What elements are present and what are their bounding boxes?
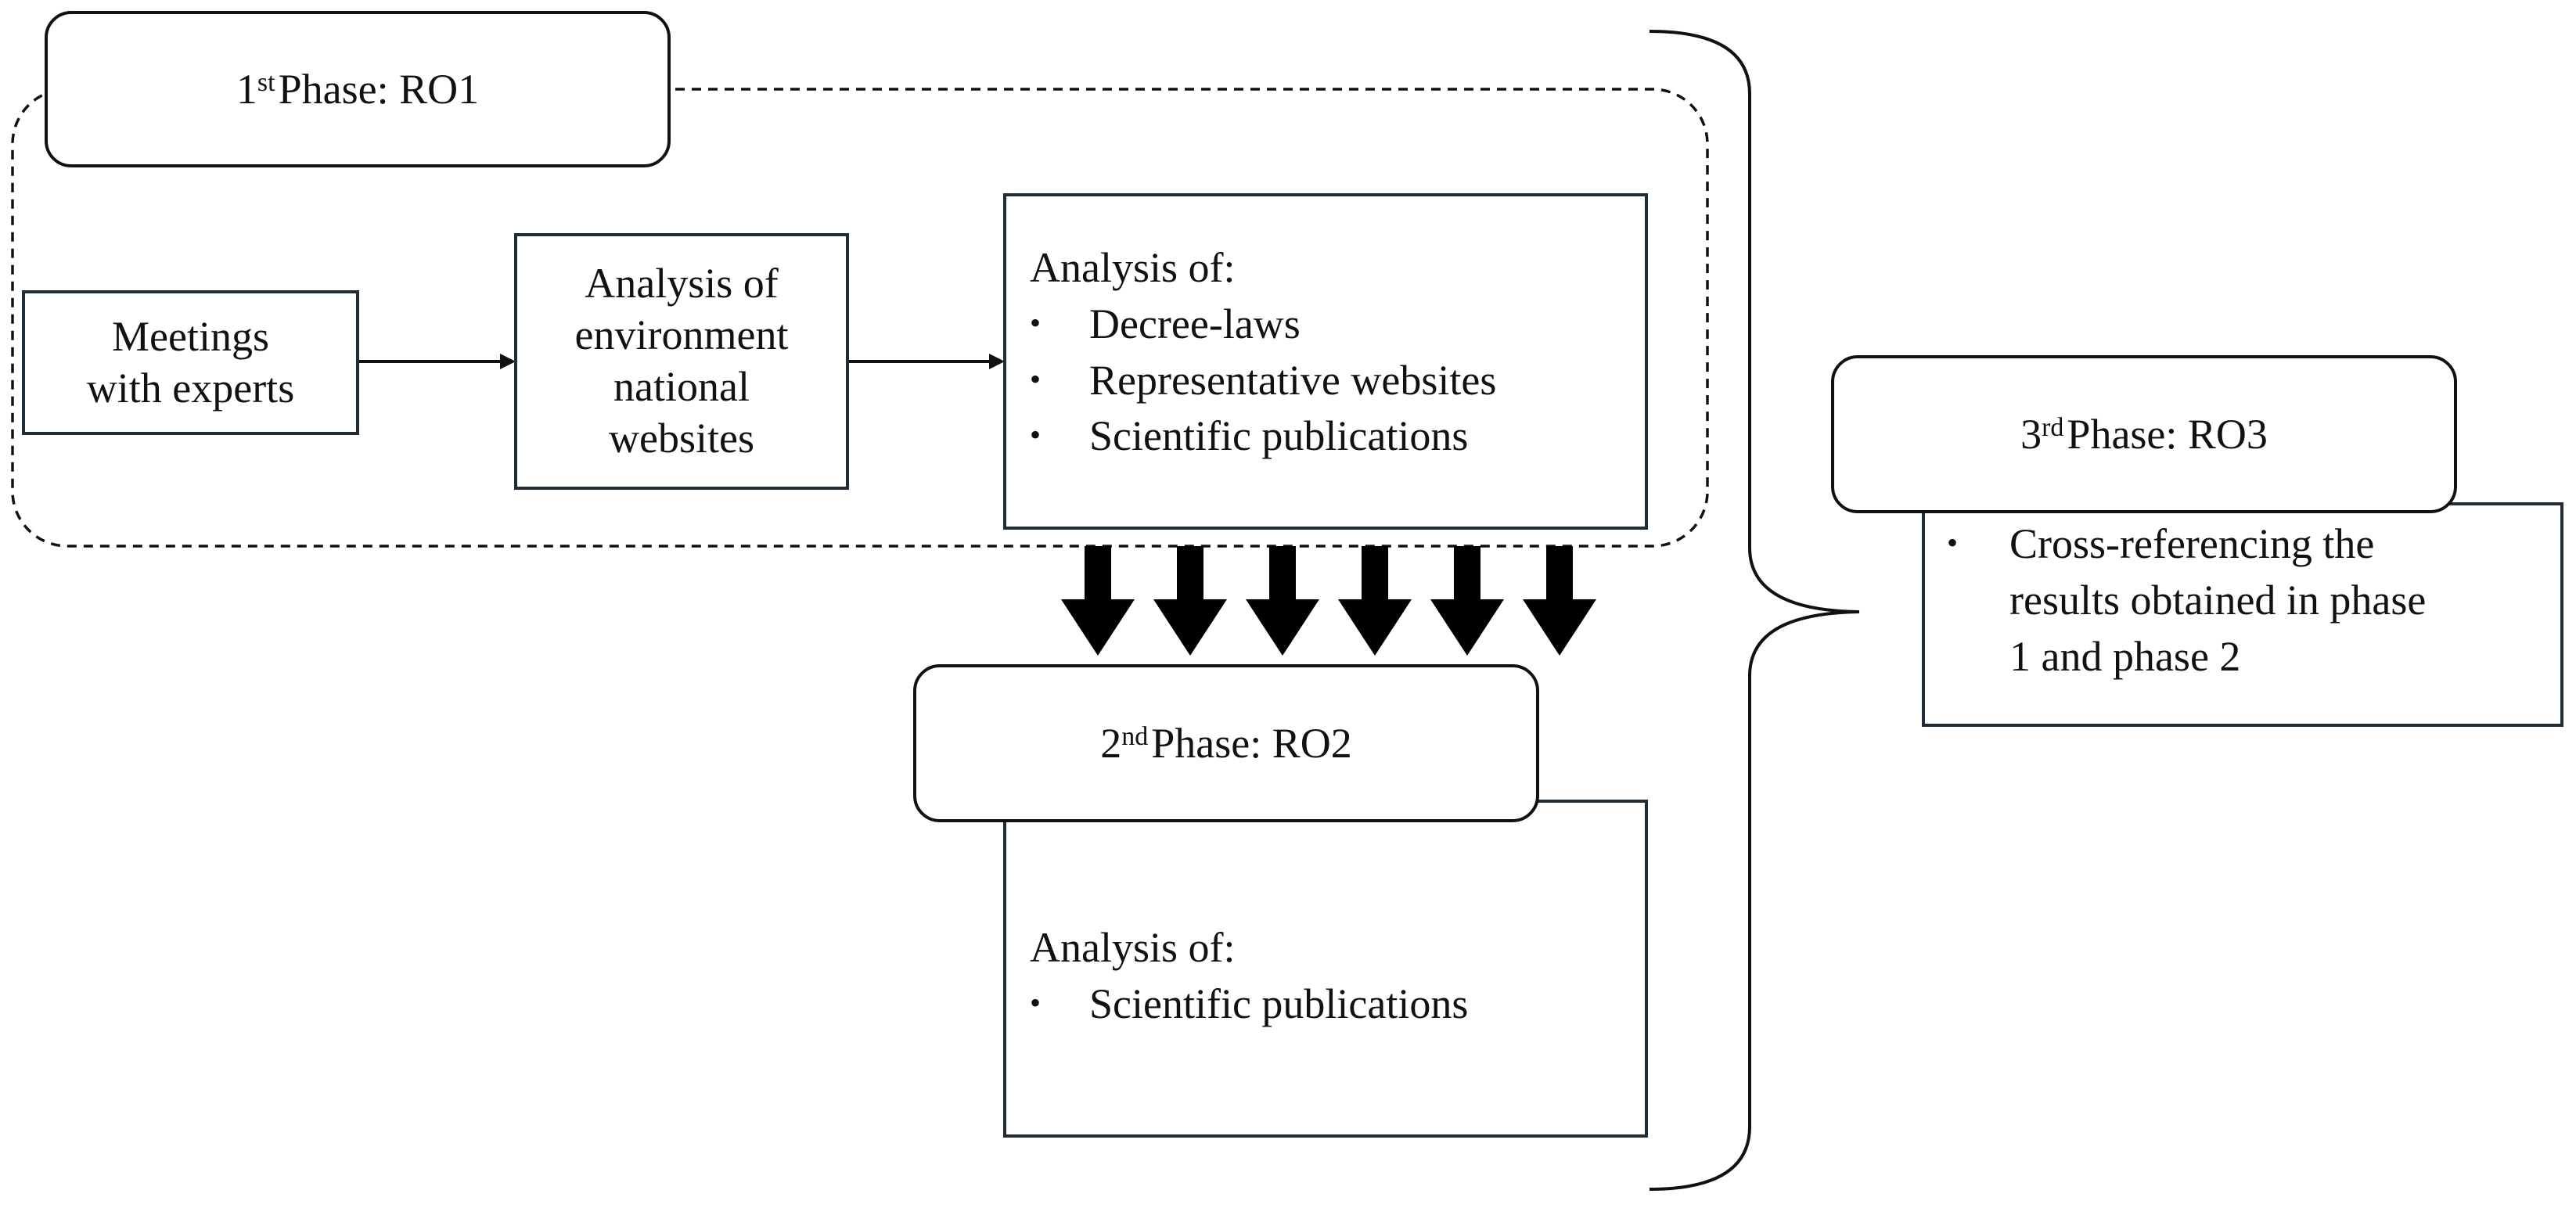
- meetings-line2: with experts: [86, 364, 295, 412]
- phase3-item-text: Cross-referencing the results obtained i…: [1978, 516, 2426, 685]
- meetings-box: Meetings with experts: [22, 290, 359, 435]
- websites-line1: Analysis of: [585, 260, 779, 307]
- bullet-icon: •: [1030, 304, 1042, 340]
- phase1-analysis-item-text: Decree-laws: [1089, 300, 1301, 347]
- down-arrow-5: [1430, 546, 1504, 656]
- down-arrow-3: [1246, 546, 1319, 656]
- phase3-item-line1: Cross-referencing the: [2009, 520, 2375, 567]
- websites-line2: environment: [574, 311, 789, 359]
- websites-line4: websites: [609, 414, 754, 462]
- phase1-analysis-item: • Representative websites: [1030, 353, 1645, 409]
- phase3-label-suffix: rd: [2042, 413, 2064, 442]
- phase3-item: • Cross-referencing the results obtained…: [1947, 516, 2560, 685]
- phase1-analysis-item-text: Scientific publications: [1089, 412, 1469, 460]
- phase1-analysis-item-text: Representative websites: [1089, 356, 1497, 404]
- phase3-label-number: 3: [2020, 411, 2042, 458]
- arrow-websites-to-analysis: [849, 354, 1005, 369]
- phase2-label-number: 2: [1100, 720, 1122, 767]
- phase1-analysis-item: • Scientific publications: [1030, 408, 1645, 465]
- phase2-analysis-item: • Scientific publications: [1030, 976, 1645, 1033]
- down-arrows: [1061, 546, 1596, 656]
- phase1-analysis-box: Analysis of: • Decree-laws • Representat…: [1003, 193, 1648, 530]
- phase3-item-line3: 1 and phase 2: [2009, 632, 2241, 680]
- down-arrow-4: [1338, 546, 1412, 656]
- bullet-icon: •: [1030, 984, 1042, 1020]
- phase1-group-outline: [11, 88, 1709, 548]
- meetings-line1: Meetings: [112, 312, 269, 360]
- phase3-item-line2: results obtained in phase: [2009, 576, 2427, 624]
- phase2-analysis-heading: Analysis of:: [1030, 924, 1236, 971]
- phase1-label-suffix: st: [257, 68, 275, 97]
- phase1-label-number: 1: [236, 66, 257, 113]
- websites-line3: national: [613, 363, 750, 410]
- phase2-label-text: Phase: RO2: [1151, 720, 1352, 767]
- bullet-icon: •: [1947, 525, 1959, 560]
- phase1-analysis-heading: Analysis of:: [1030, 244, 1236, 291]
- down-arrow-2: [1153, 546, 1227, 656]
- arrow-meetings-to-websites: [359, 354, 516, 369]
- right-curly-brace: [1649, 30, 1860, 1191]
- phase2-analysis-item-text: Scientific publications: [1089, 980, 1469, 1027]
- phase2-analysis-box: Analysis of: • Scientific publications: [1003, 800, 1648, 1138]
- phase3-body-box: • Cross-referencing the results obtained…: [1922, 502, 2563, 727]
- down-arrow-6: [1523, 546, 1596, 656]
- websites-analysis-box: Analysis of environment national website…: [514, 233, 849, 490]
- bullet-icon: •: [1030, 417, 1042, 453]
- phase2-label-suffix: nd: [1121, 722, 1149, 751]
- phase1-label-text: Phase: RO1: [278, 66, 480, 113]
- phase3-label-text: Phase: RO3: [2067, 411, 2268, 458]
- down-arrow-1: [1061, 546, 1135, 656]
- bullet-icon: •: [1030, 361, 1042, 397]
- phase1-analysis-item: • Decree-laws: [1030, 297, 1645, 353]
